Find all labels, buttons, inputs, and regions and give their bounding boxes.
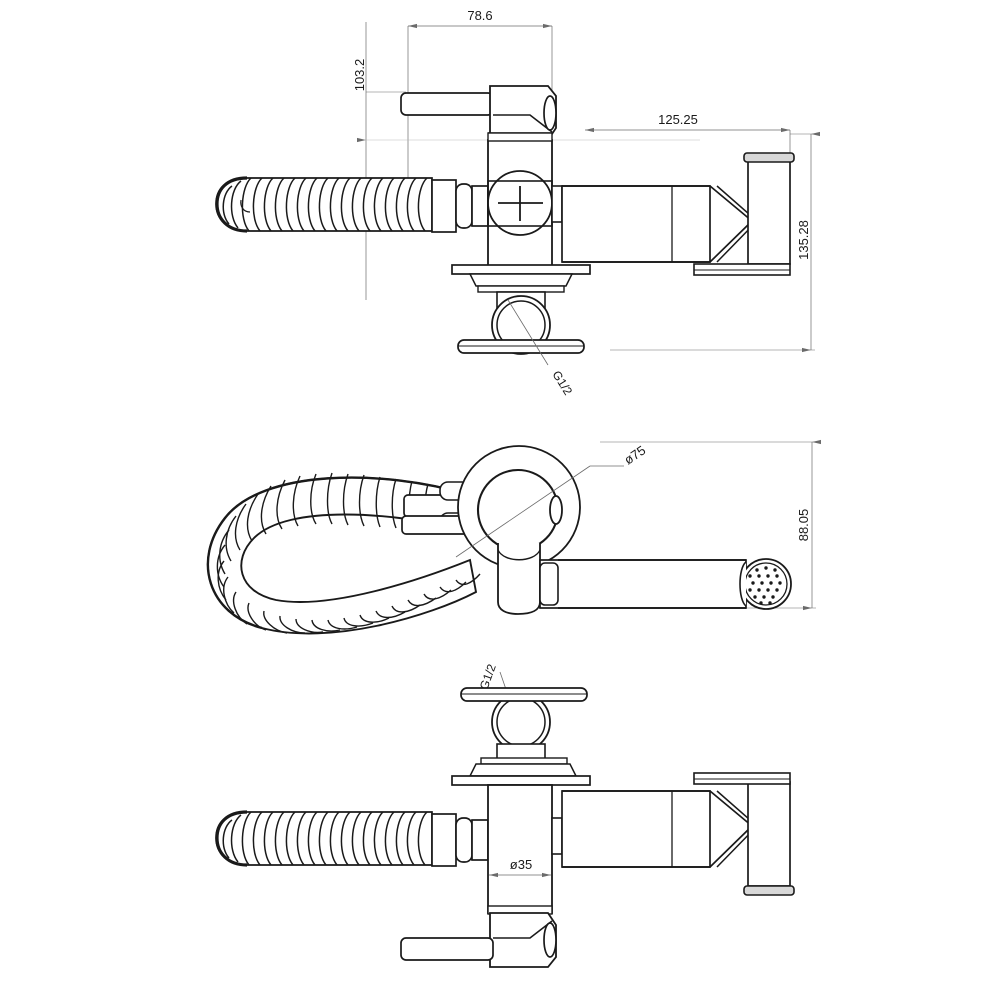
- dimension-125-25-label: 125.25: [658, 112, 698, 127]
- shower-hose-coil-bottom: [215, 810, 433, 867]
- dimension-dia35: ø35: [489, 857, 551, 878]
- callout-dia75-label: ø75: [621, 443, 648, 468]
- dimension-78-6: 78.6: [407, 8, 553, 186]
- dimension-125-25: 125.25: [585, 112, 791, 160]
- spout-arm-top: [561, 152, 795, 276]
- spout-arm-bottom: [561, 772, 795, 896]
- view-bottom: G1/2: [215, 662, 795, 968]
- spout-arm-middle: [539, 558, 792, 610]
- mounting-flange-bottom: [451, 757, 591, 786]
- dimension-103-2-label: 103.2: [352, 59, 367, 92]
- valve-body-bottom: [487, 784, 563, 914]
- view-middle: 88.05: [206, 439, 821, 635]
- dimension-88-05-label: 88.05: [796, 509, 811, 542]
- lever-handle-top: [400, 85, 557, 142]
- lever-handle-bottom: [400, 905, 557, 968]
- dimension-135-28-label: 135.28: [796, 220, 811, 260]
- dimension-88-05: 88.05: [600, 439, 821, 611]
- mounting-flange-top: [451, 264, 591, 293]
- inlet-shank-top: [457, 291, 585, 355]
- hose-connector-bottom: [431, 813, 489, 867]
- dimension-135-28: 135.28: [610, 131, 820, 353]
- shower-hose-coil-top: [215, 176, 433, 233]
- valve-body-top: [487, 139, 563, 269]
- hose-connector-top: [431, 179, 489, 233]
- escutcheon-plate-middle: [457, 445, 581, 615]
- inlet-shank-bottom: [460, 687, 588, 763]
- dimension-78-6-label: 78.6: [467, 8, 492, 23]
- callout-g12-bottom-label: G1/2: [477, 662, 499, 692]
- callout-g12-top-label: G1/2: [549, 368, 575, 398]
- dimension-dia35-label: ø35: [510, 857, 532, 872]
- view-top: 78.6 103.2 125.25 135.28: [215, 8, 820, 398]
